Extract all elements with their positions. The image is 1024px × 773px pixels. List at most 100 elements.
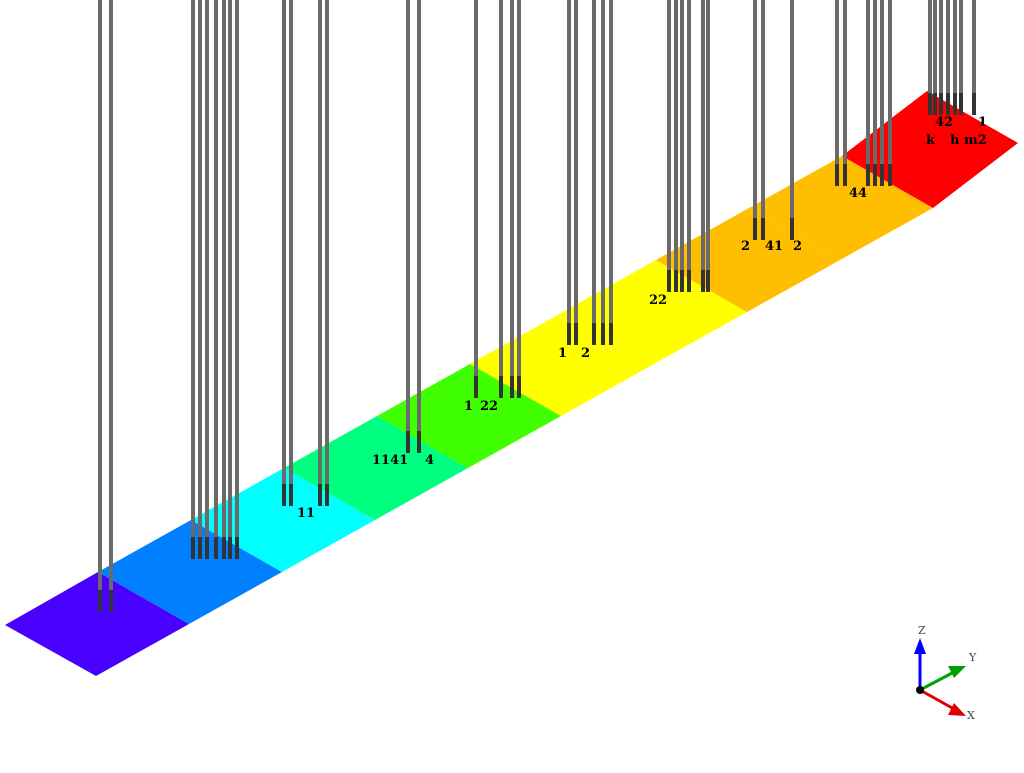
rod-base-shadow xyxy=(880,164,884,186)
rod-base-shadow xyxy=(843,164,847,186)
rod-label: 11 xyxy=(297,506,315,521)
rod-label: m2 xyxy=(964,133,987,148)
rod-base-shadow xyxy=(474,376,478,398)
x-axis-line xyxy=(919,688,955,711)
rod-label: 1 xyxy=(464,399,473,414)
vertical-rod xyxy=(109,0,113,612)
vertical-rod xyxy=(667,0,671,292)
vertical-rod xyxy=(928,0,932,115)
rod-base-shadow xyxy=(499,376,503,398)
vertical-rod xyxy=(318,0,322,506)
rod-label: 1 xyxy=(558,346,567,361)
rod-base-shadow xyxy=(866,164,870,186)
vertical-rod xyxy=(843,0,847,186)
rod-base-shadow xyxy=(98,590,102,612)
vertical-rod xyxy=(835,0,839,186)
vertical-rod xyxy=(517,0,521,398)
rod-base-shadow xyxy=(592,323,596,345)
rod-label: 41 xyxy=(765,239,783,254)
rod-base-shadow xyxy=(406,431,410,453)
vertical-rod xyxy=(888,0,892,186)
vertical-rod xyxy=(191,0,195,559)
rod-base-shadow xyxy=(198,537,202,559)
tile-5 xyxy=(377,364,561,468)
vertical-rod xyxy=(601,0,605,345)
rod-base-shadow xyxy=(790,218,794,240)
vertical-rod xyxy=(289,0,293,506)
vertical-rod xyxy=(939,0,943,115)
rod-base-shadow xyxy=(510,376,514,398)
vertical-rod xyxy=(222,0,226,559)
rod-base-shadow xyxy=(235,537,239,559)
rod-base-shadow xyxy=(601,323,605,345)
y-axis-label: Y xyxy=(968,651,977,664)
rod-base-shadow xyxy=(701,270,705,292)
rod-base-shadow xyxy=(939,93,943,115)
vertical-rod xyxy=(499,0,503,398)
rod-base-shadow xyxy=(205,537,209,559)
rod-label: 1 xyxy=(978,115,987,130)
rod-base-shadow xyxy=(687,270,691,292)
vertical-rod xyxy=(761,0,765,240)
vertical-rod xyxy=(972,0,976,115)
rod-base-shadow xyxy=(953,93,957,115)
rod-base-shadow xyxy=(222,537,226,559)
tile-strip xyxy=(5,208,840,676)
rod-label: 1141 xyxy=(372,453,408,468)
vertical-rod xyxy=(574,0,578,345)
tile-strip-upper xyxy=(749,91,1018,260)
rod-label: 44 xyxy=(849,186,867,201)
vertical-rod xyxy=(706,0,710,292)
rod-base-shadow xyxy=(318,484,322,506)
tile-1 xyxy=(5,572,189,676)
rod-base-shadow xyxy=(517,376,521,398)
rod-base-shadow xyxy=(761,218,765,240)
rod-base-shadow xyxy=(417,431,421,453)
tile-4 xyxy=(284,416,468,520)
vertical-rod xyxy=(753,0,757,240)
vertical-rod xyxy=(325,0,329,506)
rod-base-shadow xyxy=(680,270,684,292)
vertical-rod xyxy=(98,0,102,612)
rod-base-shadow xyxy=(667,270,671,292)
vertical-rod xyxy=(235,0,239,559)
rod-base-shadow xyxy=(933,93,937,115)
vertical-rod xyxy=(674,0,678,292)
vertical-rod xyxy=(205,0,209,559)
z-axis-arrowhead xyxy=(914,638,926,654)
y-axis-arrowhead xyxy=(948,666,966,678)
rod-label: h xyxy=(950,133,960,148)
tile-10 xyxy=(842,91,1018,208)
rod-label: 22 xyxy=(649,293,667,308)
rod-base-shadow xyxy=(109,590,113,612)
tile-9 xyxy=(749,156,933,260)
rod-label: 2 xyxy=(581,346,590,361)
rod-base-shadow xyxy=(946,93,950,115)
vertical-rod xyxy=(866,0,870,186)
vertical-rod xyxy=(282,0,286,506)
vertical-rod xyxy=(880,0,884,186)
rod-base-shadow xyxy=(191,537,195,559)
rod-base-shadow xyxy=(928,93,932,115)
vertical-rod xyxy=(946,0,950,115)
rod-label: 42 xyxy=(935,115,953,130)
vertical-rod xyxy=(510,0,514,398)
rod-base-shadow xyxy=(282,484,286,506)
vertical-rod xyxy=(228,0,232,559)
vertical-rod xyxy=(953,0,957,115)
vertical-rod xyxy=(790,0,794,240)
rod-base-shadow xyxy=(835,164,839,186)
axis-triad: Z Y X xyxy=(914,624,977,722)
vertical-rod xyxy=(701,0,705,292)
vertical-rod xyxy=(680,0,684,292)
rod-base-shadow xyxy=(706,270,710,292)
vertical-rod xyxy=(687,0,691,292)
rod-label: 2 xyxy=(741,239,750,254)
rod-label: 2 xyxy=(793,239,802,254)
rod-base-shadow xyxy=(753,218,757,240)
vertical-rod xyxy=(567,0,571,345)
y-axis-line xyxy=(919,670,955,692)
rod-base-shadow xyxy=(972,93,976,115)
